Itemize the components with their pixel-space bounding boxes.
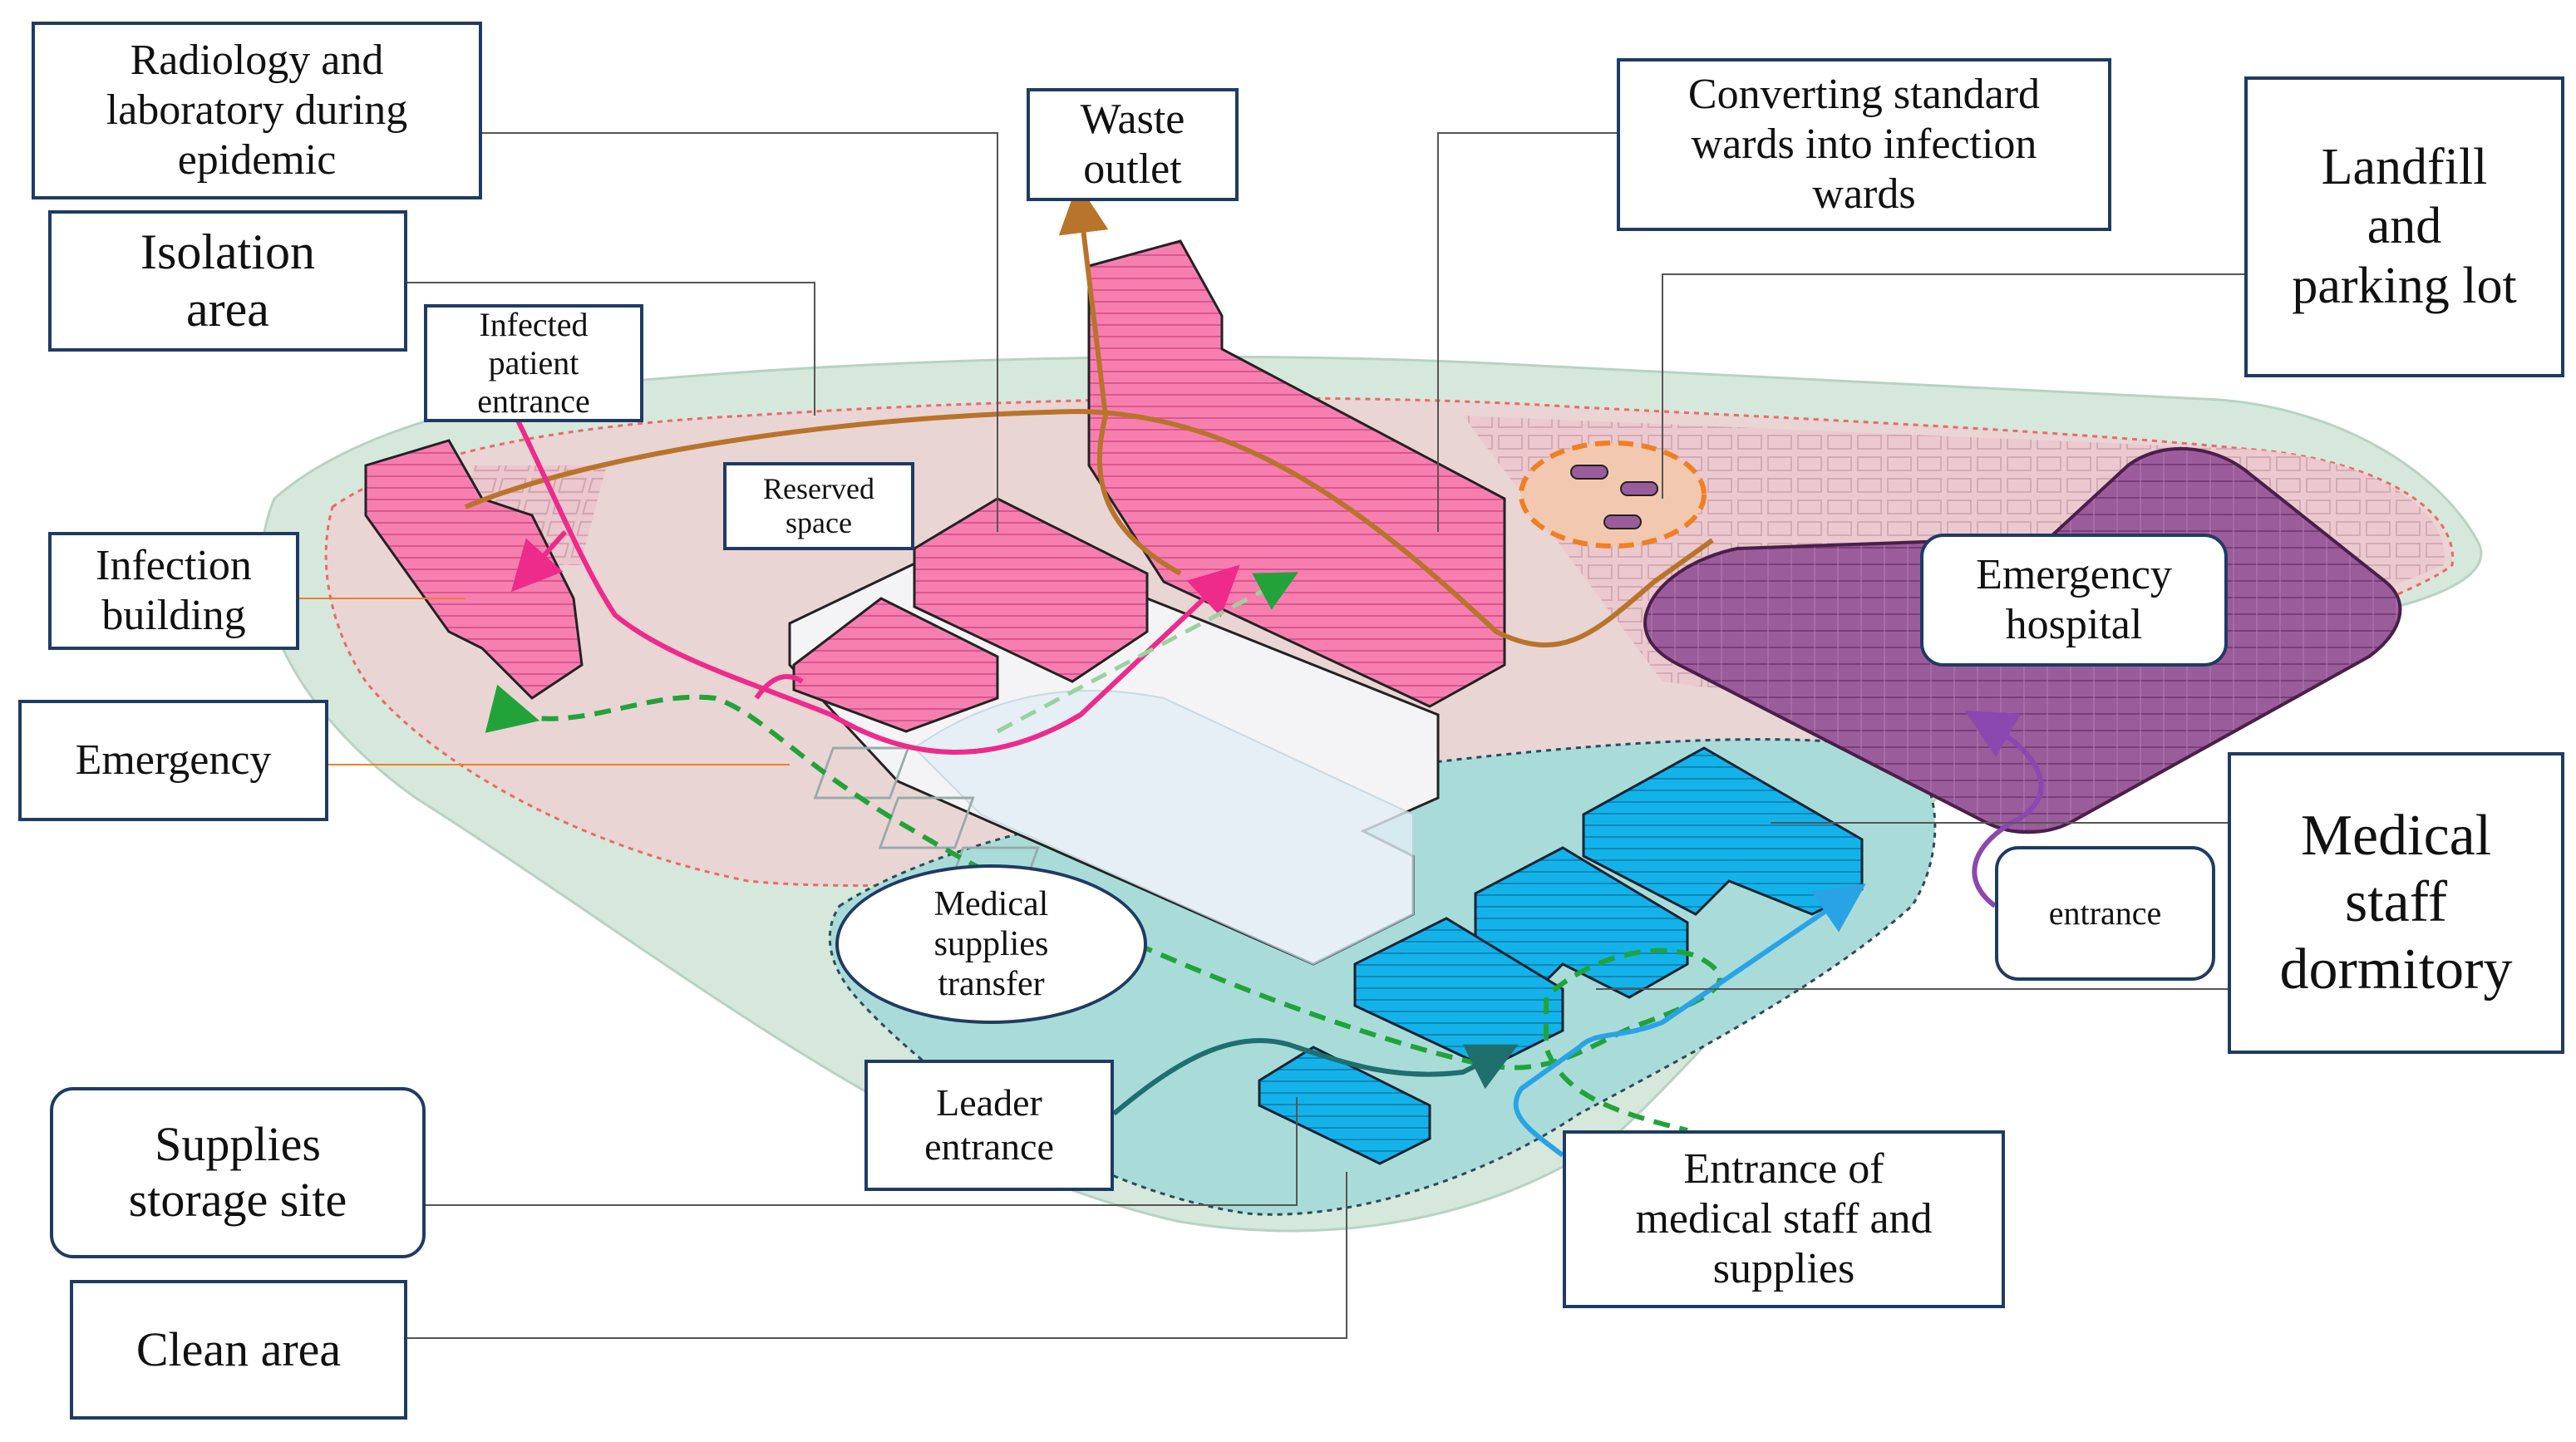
waste-route bbox=[464, 408, 1714, 647]
label-leader-entrance: Leader entrance bbox=[864, 1060, 1114, 1191]
label-infected-entrance: Infected patient entrance bbox=[424, 304, 643, 422]
label-radiology: Radiology and laboratory during epidemic bbox=[32, 22, 482, 199]
label-isolation-area: Isolation area bbox=[48, 210, 407, 352]
leader-lines bbox=[407, 132, 2244, 1339]
landfill-vehicle-1 bbox=[1570, 465, 1608, 480]
emergency-route bbox=[754, 674, 804, 700]
landfill-marker bbox=[1519, 440, 1707, 549]
label-infection-building: Infection building bbox=[48, 532, 299, 650]
label-clean-area: Clean area bbox=[70, 1280, 407, 1420]
label-converting-wards: Converting standard wards into infection… bbox=[1617, 58, 2111, 231]
label-medical-supplies-transfer: Medical supplies transfer bbox=[835, 864, 1147, 1024]
supplies-route bbox=[485, 684, 1722, 1133]
supplies-storage-block bbox=[1258, 1046, 1431, 1165]
courtyard-2 bbox=[878, 796, 975, 849]
landfill-vehicle-3 bbox=[1603, 514, 1642, 529]
label-emergency-hospital: Emergency hospital bbox=[1920, 534, 2228, 667]
label-landfill: Landfill and parking lot bbox=[2244, 76, 2564, 377]
infection-building-block bbox=[364, 439, 584, 700]
landfill-vehicle-2 bbox=[1620, 481, 1658, 496]
waste-outlet-route bbox=[1058, 183, 1182, 576]
label-medical-staff-dormitory: Medical staff dormitory bbox=[2228, 752, 2564, 1054]
staff-route bbox=[1513, 883, 1866, 1158]
label-emergency: Emergency bbox=[18, 700, 328, 821]
label-entrance: entrance bbox=[1995, 846, 2215, 981]
supplies-route-upper bbox=[996, 572, 1299, 734]
label-entrance-staff-supplies: Entrance of medical staff and supplies bbox=[1563, 1130, 2005, 1308]
dormitory-block-3 bbox=[1353, 917, 1564, 1070]
label-waste-outlet: Waste outlet bbox=[1027, 88, 1239, 201]
infected-patient-route bbox=[513, 414, 1240, 755]
label-supplies-storage: Supplies storage site bbox=[50, 1087, 426, 1258]
reserved-space-block bbox=[792, 597, 999, 733]
leader-route bbox=[1112, 1037, 1519, 1116]
infected-patient-branch bbox=[510, 529, 568, 593]
label-reserved-space: Reserved space bbox=[723, 462, 914, 550]
